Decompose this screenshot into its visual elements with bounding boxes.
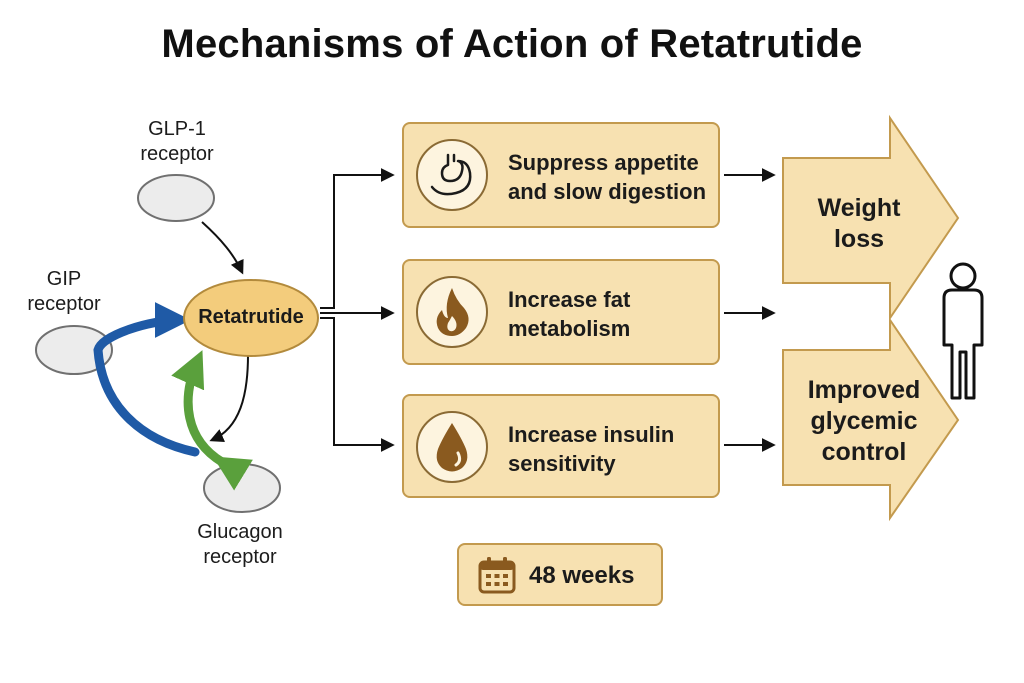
effect-insulin-line1: Increase insulin [508,422,675,447]
effect-box-fat: Increase fat metabolism [402,259,720,365]
outcome-glycemic-line2: glycemic [810,407,918,435]
effect-appetite-line1: Suppress appetite [508,150,699,175]
outcome-weight-loss-line2: loss [833,225,885,253]
glp1-receptor-label-line2: receptor [140,143,214,165]
branch-to-appetite [320,168,395,309]
gip-arrow [93,302,200,457]
gip-receptor-label-line1: GIP [46,268,82,290]
gip-receptor-shape [35,325,113,375]
stomach-icon [416,139,488,211]
calendar-icon [478,557,516,594]
outcome-glycemic-line1: Improved [807,376,921,404]
effect-fat-line1: Increase fat [508,287,631,312]
glucagon-arrow [171,350,253,491]
retatrutide-to-glucagon-arrow [209,354,249,443]
glucagon-receptor-label-line2: receptor [203,546,277,568]
effect-fat-line2: metabolism [508,316,631,341]
duration-box: 48 weeks [457,543,663,606]
glp1-receptor-label-line1: GLP-1 [148,118,206,140]
effect-appetite-text: Suppress appetite and slow digestion [508,148,706,206]
flame-icon [416,276,488,348]
effect-fat-text: Increase fat metabolism [508,285,630,343]
gip-receptor-label-line2: receptor [27,293,101,315]
glucagon-receptor-shape [203,463,281,513]
effect-insulin-text: Increase insulin sensitivity [508,420,674,478]
outcome-weight-loss-text: Weight loss [790,193,928,255]
glp1-arrow [201,221,244,275]
gip-receptor-label: GIP receptor [14,267,114,317]
person-icon [942,262,984,400]
drop-icon [416,411,488,483]
outcome-glycemic-text: Improved glycemic control [790,375,938,468]
glp1-receptor-label: GLP-1 receptor [122,117,232,167]
glp1-receptor-shape [137,174,215,222]
outcome-weight-loss-line1: Weight [817,194,901,222]
glycemic-control-arrow [782,316,960,522]
duration-label: 48 weeks [529,562,635,589]
glucagon-receptor-label-line1: Glucagon [197,521,283,543]
page-title: Mechanisms of Action of Retatrutide [161,22,863,66]
effect-box-insulin: Increase insulin sensitivity [402,394,720,498]
glucagon-receptor-label: Glucagon receptor [180,520,300,570]
weight-loss-arrow [782,114,960,322]
branch-to-insulin [320,317,395,452]
outcome-glycemic-line3: control [821,438,907,466]
effect-appetite-line2: and slow digestion [508,179,707,204]
effect-box-appetite: Suppress appetite and slow digestion [402,122,720,228]
retatrutide-shape [183,279,319,357]
effect-insulin-line2: sensitivity [508,451,616,476]
retatrutide-label: Retatrutide [198,306,304,328]
